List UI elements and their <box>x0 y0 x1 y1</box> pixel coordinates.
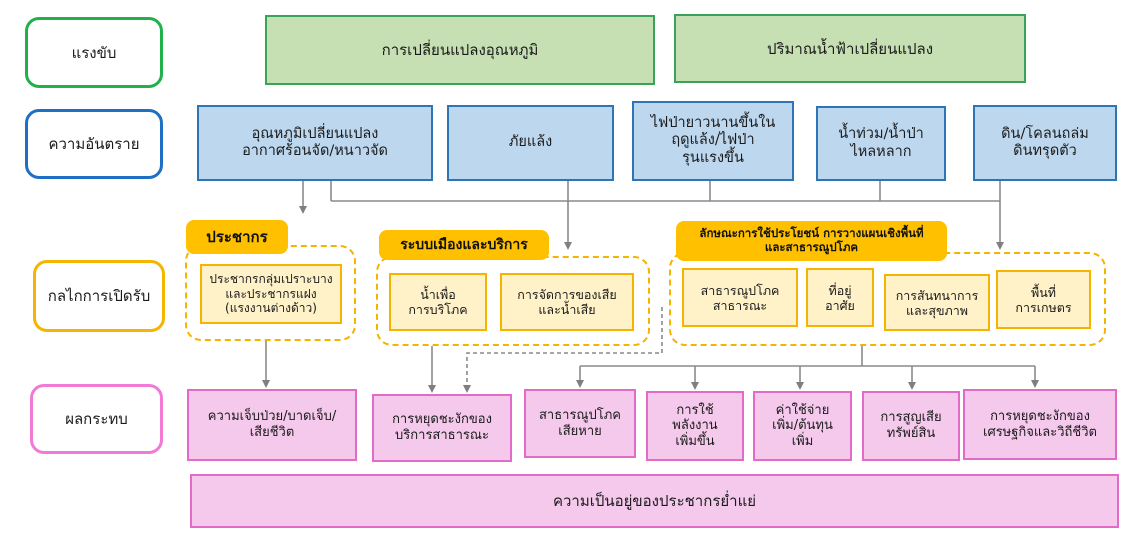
mechanism-water-consumption: น้ำเพื่อ การบริโภค <box>389 273 487 331</box>
group-title-urban-services: ระบบเมืองและบริการ <box>379 230 549 260</box>
hazard-temperature-extremes: อุณหภูมิเปลี่ยนแปลง อากาศร้อนจัด/หนาวจัด <box>197 105 433 181</box>
impact-energy-use-increase: การใช้ พลังงาน เพิ่มขึ้น <box>646 391 744 461</box>
driver-precipitation-change: ปริมาณน้ำฟ้าเปลี่ยนแปลง <box>674 14 1026 83</box>
group-title-population: ประชากร <box>186 220 288 254</box>
row-label-impacts: ผลกระทบ <box>30 384 163 454</box>
mechanism-housing: ที่อยู่ อาศัย <box>806 268 874 327</box>
impact-utility-damage: สาธารณูปโภค เสียหาย <box>524 389 636 458</box>
mechanism-waste-management: การจัดการของเสีย และน้ำเสีย <box>500 273 634 331</box>
impact-property-loss: การสูญเสีย ทรัพย์สิน <box>862 391 960 461</box>
mechanism-agricultural-area: พื้นที่ การเกษตร <box>996 270 1091 329</box>
hazard-drought: ภัยแล้ง <box>447 105 614 181</box>
mechanism-recreation-health: การสันทนาการ และสุขภาพ <box>884 274 990 331</box>
dashed-arrow-utilities-to-service <box>463 307 663 393</box>
driver-temperature-change: การเปลี่ยนแปลงอุณหภูมิ <box>265 15 655 85</box>
hazard-wildfire: ไฟป่ายาวนานขึ้นใน ฤดูแล้ง/ไฟป่า รุนแรงขึ… <box>632 101 794 181</box>
hazard-flood: น้ำท่วม/น้ำป่า ไหลหลาก <box>816 106 946 181</box>
row-label-drivers: แรงขับ <box>25 17 163 88</box>
row-label-hazards: ความอันตราย <box>25 109 163 179</box>
outcome-population-wellbeing-decline: ความเป็นอยู่ของประชากรย่ำแย่ <box>190 474 1119 528</box>
group-title-land-use: ลักษณะการใช้ประโยชน์ การวางแผนเชิงพื้นที… <box>676 221 947 261</box>
mechanism-vulnerable-population: ประชากรกลุ่มเปราะบาง และประชากรแฝง (แรงง… <box>200 264 342 324</box>
hazard-landslide: ดิน/โคลนถล่ม ดินทรุดตัว <box>973 105 1117 181</box>
impact-illness-injury-death: ความเจ็บป่วย/บาดเจ็บ/ เสียชีวิต <box>187 389 357 461</box>
impact-cost-increase: ค่าใช้จ่าย เพิ่ม/ต้นทุน เพิ่ม <box>753 391 852 461</box>
impact-economic-disruption: การหยุดชะงักของ เศรษฐกิจและวิถีชีวิต <box>963 389 1117 460</box>
mechanism-public-utilities: สาธารณูปโภค สาธารณะ <box>682 268 798 327</box>
row-label-mechanisms: กลไกการเปิดรับ <box>33 260 165 332</box>
impact-public-service-disruption: การหยุดชะงักของ บริการสาธารณะ <box>372 394 512 462</box>
